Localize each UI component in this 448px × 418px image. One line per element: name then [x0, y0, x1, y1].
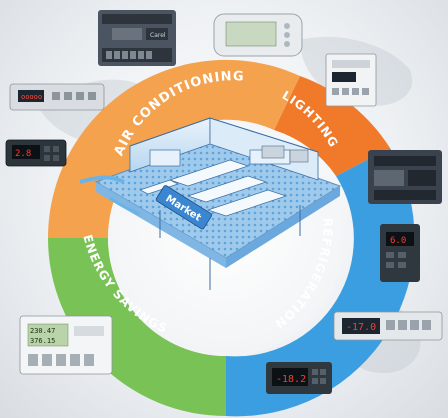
device-fridge-controller-2[interactable]: -17.0 [333, 311, 443, 341]
top-controller-brand: Carel [150, 32, 166, 39]
fridge-controller-1-display: 6.0 [390, 236, 406, 246]
device-display-terminal[interactable] [213, 13, 303, 57]
segment-energy-savings[interactable] [48, 238, 226, 416]
device-top-controller[interactable]: Carel [98, 10, 176, 66]
device-ac-thermostat[interactable]: 2.8 [5, 139, 67, 167]
ac-panel-display: ooooo [21, 93, 42, 101]
fridge-controller-3-display: -18.2 [276, 374, 306, 385]
device-refrigeration-rack-controller[interactable] [368, 150, 442, 204]
device-lighting-controller[interactable] [325, 53, 377, 107]
device-fridge-controller-1[interactable]: 6.0 [380, 224, 420, 282]
fridge-controller-2-display: -17.0 [346, 322, 376, 333]
device-energy-meter[interactable]: 230.47 376.15 [19, 315, 113, 375]
energy-meter-line1: 230.47 [30, 327, 55, 335]
segment-lighting[interactable] [274, 76, 390, 176]
supermarket-building [79, 117, 342, 290]
ac-thermostat-display: 2.8 [15, 149, 31, 159]
segment-refrigeration[interactable] [226, 148, 415, 417]
device-fridge-controller-3[interactable]: -18.2 [266, 362, 332, 394]
energy-meter-line2: 376.15 [30, 337, 55, 345]
device-ac-panel[interactable]: ooooo [9, 83, 105, 111]
